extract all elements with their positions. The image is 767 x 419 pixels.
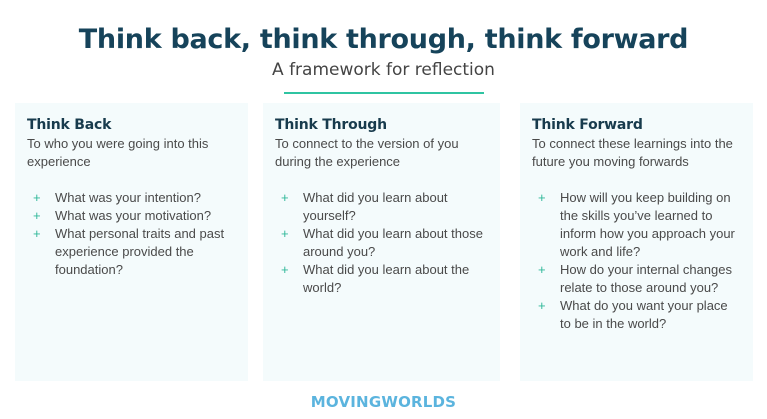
- panel-heading: Think Forward: [532, 117, 643, 133]
- plus-icon: +: [538, 262, 546, 277]
- list-item-text: What was your motivation?: [55, 208, 212, 223]
- panel-heading: Think Back: [27, 117, 112, 133]
- list-item-text: What did you learn about the world?: [303, 262, 470, 295]
- plus-icon: +: [538, 190, 546, 205]
- list-item-text: What do you want your place to be in the…: [560, 298, 728, 331]
- list-item: + What was your intention?: [27, 189, 236, 207]
- panel-think-back: Think Back To who you were going into th…: [15, 103, 248, 381]
- plus-icon: +: [281, 226, 289, 241]
- list-item-text: How do your internal changes relate to t…: [560, 262, 732, 295]
- page-title: Think back, think through, think forward: [78, 24, 689, 55]
- list-item: + What did you learn about those around y…: [275, 225, 488, 261]
- panel-think-through: Think Through To connect to the version …: [263, 103, 500, 381]
- list-item: + What did you learn about the world?: [275, 261, 488, 297]
- list-item-text: What did you learn about those around yo…: [303, 226, 483, 259]
- plus-icon: +: [33, 226, 41, 241]
- list-item: + What was your motivation?: [27, 207, 236, 225]
- question-list: + How will you keep building on the skill…: [532, 189, 741, 333]
- plus-icon: +: [33, 208, 41, 223]
- panel-think-forward: Think Forward To connect these learnings…: [520, 103, 753, 381]
- plus-icon: +: [33, 190, 41, 205]
- list-item: + What do you want your place to be in th…: [532, 297, 741, 333]
- question-list: + What did you learn about yourself? + Wha…: [275, 189, 488, 297]
- list-item-text: How will you keep building on the skills…: [560, 190, 735, 259]
- list-item: + What did you learn about yourself?: [275, 189, 488, 225]
- plus-icon: +: [281, 262, 289, 277]
- panel-description: To who you were going into this experien…: [27, 136, 209, 169]
- plus-icon: +: [538, 298, 546, 313]
- panel-heading: Think Through: [275, 117, 387, 133]
- list-item: + How do your internal changes relate to …: [532, 261, 741, 297]
- list-item: + How will you keep building on the skill…: [532, 189, 741, 261]
- plus-icon: +: [281, 190, 289, 205]
- list-item-text: What personal traits and past experience…: [55, 226, 225, 277]
- panel-description: To connect to the version of you during …: [275, 136, 459, 169]
- accent-divider: [284, 92, 484, 94]
- panel-description: To connect these learnings into the futu…: [532, 136, 733, 169]
- list-item: + What personal traits and past experienc…: [27, 225, 236, 279]
- question-list: + What was your intention? + What was your…: [27, 189, 236, 279]
- list-item-text: What was your intention?: [55, 190, 201, 205]
- page-subtitle: A framework for reflection: [272, 60, 495, 80]
- list-item-text: What did you learn about yourself?: [303, 190, 448, 223]
- movingworlds-logo: MOVINGWORLDS: [310, 393, 457, 411]
